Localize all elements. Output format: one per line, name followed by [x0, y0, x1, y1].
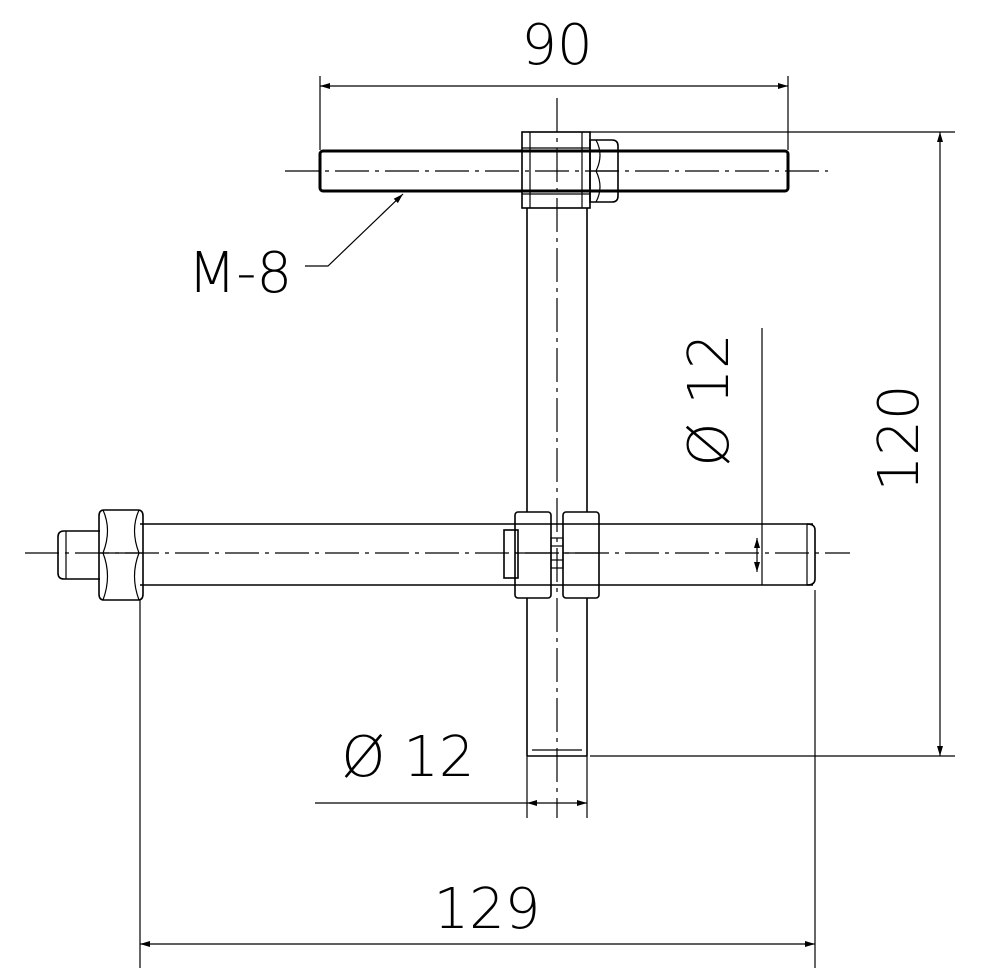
center-clamp: [503, 511, 600, 599]
top-collar: [521, 131, 591, 209]
horizontal-bar: [25, 523, 850, 586]
dimension-bar-diameter-label: Ø 12: [677, 333, 742, 466]
dimension-overall-height-label: 120: [867, 385, 932, 492]
dimension-overall-height: 120: [590, 131, 955, 757]
left-thread-end: [57, 530, 100, 580]
dimension-overall-width-label: 129: [434, 877, 541, 942]
thread-callout-label: M-8: [188, 241, 292, 306]
thread-callout: M-8: [188, 193, 404, 306]
dimension-top-width: 90: [319, 13, 789, 150]
dimension-stem-diameter: Ø 12: [315, 725, 588, 818]
vertical-stem: [526, 98, 588, 818]
dimension-top-width-label: 90: [521, 13, 592, 78]
top-small-nut: [589, 139, 619, 203]
left-hex-nut: [98, 509, 144, 601]
dimension-bar-diameter: Ø 12: [677, 328, 763, 585]
dimension-stem-diameter-label: Ø 12: [341, 725, 474, 790]
dimension-overall-width: 129: [139, 590, 816, 968]
